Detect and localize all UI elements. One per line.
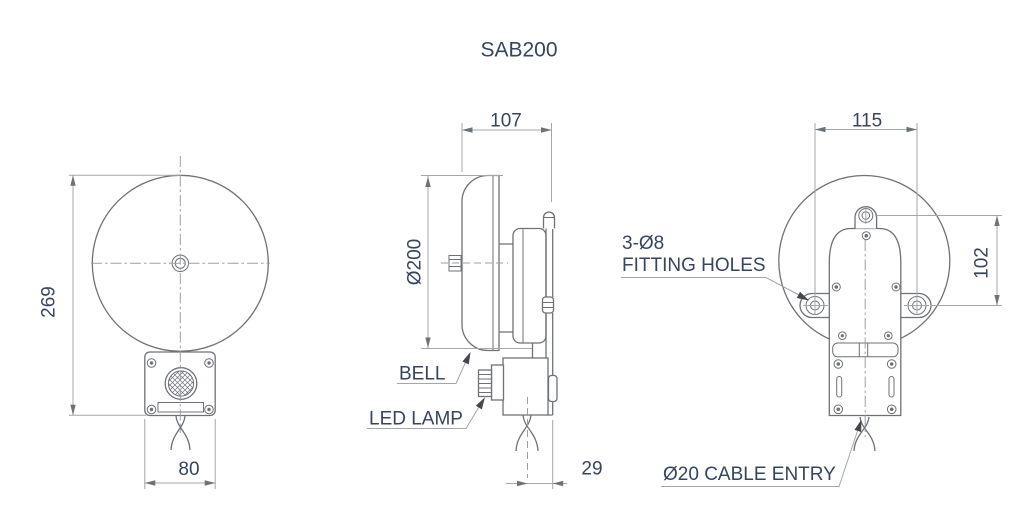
side-led-lamp bbox=[477, 364, 505, 401]
side-hub-plate bbox=[512, 227, 547, 344]
side-back-wall bbox=[541, 211, 558, 416]
front-dim-height: 269 bbox=[39, 174, 181, 416]
side-dim-back-offset-text: 29 bbox=[581, 459, 602, 480]
front-grille bbox=[164, 367, 198, 400]
front-dim-height-text: 269 bbox=[39, 286, 60, 318]
side-led-lamp-callout: LED LAMP bbox=[367, 395, 489, 430]
front-dim-width: 80 bbox=[144, 419, 216, 489]
rear-cables bbox=[853, 416, 876, 452]
rear-dim-hole-spacing-text: 115 bbox=[852, 111, 882, 132]
side-dim-diameter: Ø200 bbox=[405, 175, 532, 349]
front-cables bbox=[170, 415, 191, 451]
rear-cable-entry-callout: Ø20 CABLE ENTRY bbox=[661, 418, 865, 487]
side-dim-diameter-text: Ø200 bbox=[405, 239, 426, 285]
side-mount-tab bbox=[542, 211, 556, 229]
cable-entry-label: Ø20 CABLE ENTRY bbox=[663, 464, 836, 485]
side-dim-width-text: 107 bbox=[490, 111, 522, 132]
side-dim-back-offset: 29 bbox=[506, 420, 603, 489]
rear-dim-hole-spacing: 115 bbox=[814, 111, 918, 315]
rear-screws bbox=[831, 231, 901, 415]
rear-dim-hole-height-text: 102 bbox=[972, 247, 993, 279]
rear-slots bbox=[836, 376, 895, 398]
bell-label: BELL bbox=[399, 364, 445, 385]
fitting-holes-label-line2: FITTING HOLES bbox=[622, 255, 766, 276]
side-clamp-upper bbox=[541, 296, 555, 314]
led-lamp-label: LED LAMP bbox=[369, 409, 463, 430]
drawing-title: SAB200 bbox=[480, 38, 557, 61]
front-corner-screws bbox=[146, 358, 214, 415]
front-dim-width-text: 80 bbox=[178, 459, 199, 480]
front-view: 269 80 bbox=[39, 156, 270, 489]
side-clamp-lower bbox=[547, 374, 558, 403]
side-bell-callout: BELL bbox=[397, 350, 474, 385]
rear-fitting-holes-callout: 3-Ø8 FITTING HOLES bbox=[621, 233, 811, 304]
side-cables bbox=[515, 414, 539, 452]
fitting-holes-label-line1: 3-Ø8 bbox=[622, 233, 664, 254]
side-dim-width: 107 bbox=[461, 111, 552, 202]
rear-view: 115 102 3-Ø8 FITTING HOLES Ø20 CABLE ENT… bbox=[621, 111, 1002, 487]
side-body-box bbox=[502, 357, 549, 416]
rear-dim-hole-height: 102 bbox=[875, 215, 1002, 306]
side-view: 107 Ø200 29 BELL LED LAMP bbox=[367, 111, 603, 489]
